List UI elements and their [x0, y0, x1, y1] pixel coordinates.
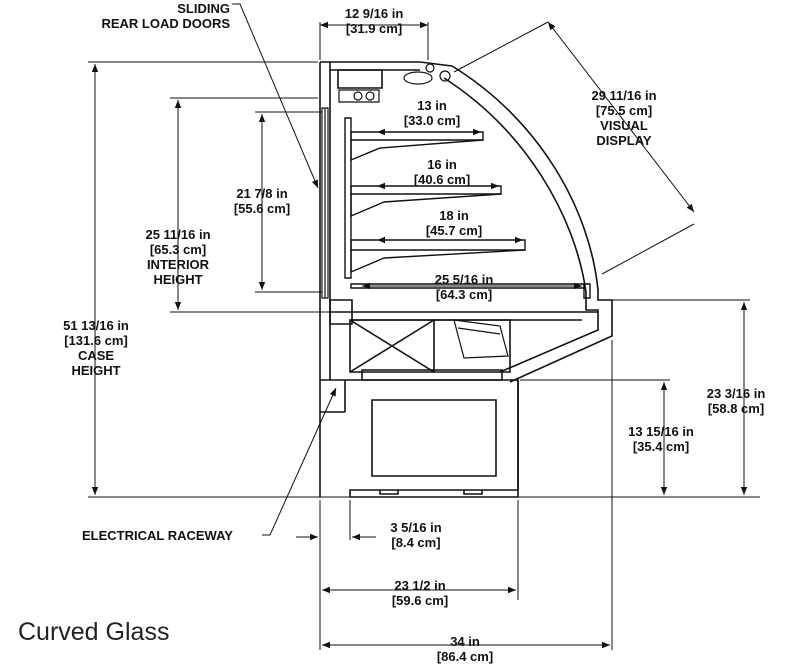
case-outline	[320, 62, 612, 497]
product-box	[454, 320, 508, 358]
front-height-label: 23 3/16 in [58.8 cm]	[706, 386, 766, 416]
top-width-label: 12 9/16 in [31.9 cm]	[344, 6, 404, 36]
raceway-depth-label: 3 5/16 in [8.4 cm]	[390, 520, 442, 550]
sliding-doors-label: SLIDING REAR LOAD DOORS	[101, 1, 230, 31]
case-height-label: 51 13/16 in [131.6 cm] CASE HEIGHT	[63, 318, 129, 378]
base-width-label: 23 1/2 in [59.6 cm]	[391, 578, 449, 608]
overall-depth-label: 34 in [86.4 cm]	[436, 634, 494, 664]
diagram-title: Curved Glass	[18, 618, 170, 646]
deck-depth-label: 25 5/16 in [64.3 cm]	[434, 272, 494, 302]
shelf-mid-depth-label: 16 in [40.6 cm]	[413, 157, 471, 187]
light-fixture	[403, 63, 451, 85]
dimension-lines	[88, 4, 760, 650]
shelf-span-label: 21 7/8 in [55.6 cm]	[233, 186, 291, 216]
interior-height-label: 25 11/16 in [65.3 cm] INTERIOR HEIGHT	[145, 227, 211, 287]
visual-display-label: 29 11/16 in [75.5 cm] VISUAL DISPLAY	[591, 88, 657, 148]
shelf-top-depth-label: 13 in [33.0 cm]	[403, 98, 461, 128]
shelf-low-depth-label: 18 in [45.7 cm]	[425, 208, 483, 238]
rear-doors	[322, 90, 379, 298]
base-height-label: 13 15/16 in [35.4 cm]	[628, 424, 694, 454]
electrical-raceway-label: ELECTRICAL RACEWAY	[82, 528, 233, 543]
